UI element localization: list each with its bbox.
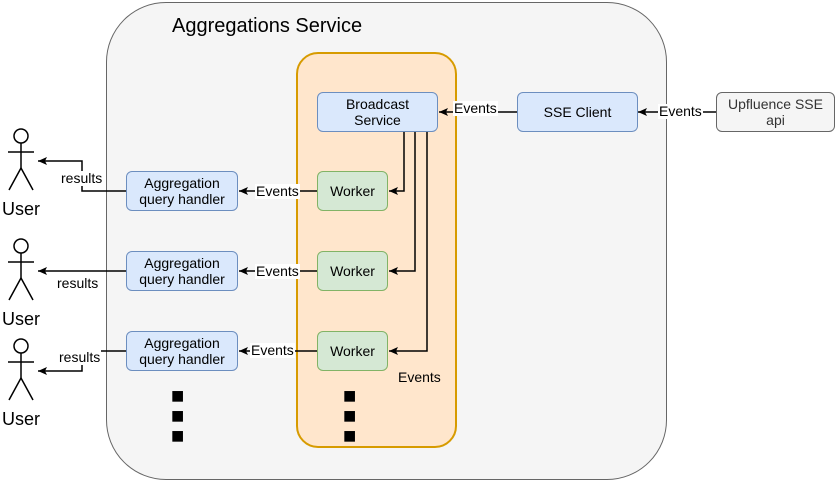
user-actor-icon bbox=[8, 238, 34, 301]
user-label: User bbox=[2, 199, 41, 219]
service-title: Aggregations Service bbox=[172, 15, 363, 37]
edge-label-events: Events bbox=[255, 263, 300, 279]
edge-label-results: results bbox=[60, 170, 104, 186]
worker-node-1: Worker bbox=[317, 171, 388, 211]
aggregation-query-handler-3: Aggregation query handler bbox=[126, 331, 238, 371]
edge-label-results: results bbox=[56, 275, 100, 291]
more-handlers-ellipsis: ■■■ bbox=[171, 383, 185, 448]
worker-node-2: Worker bbox=[317, 251, 388, 291]
edge-label-results: results bbox=[58, 349, 102, 365]
edge-label-events: Events bbox=[453, 100, 498, 116]
edge-broadcast-worker-1 bbox=[389, 132, 405, 195]
edge-label-events: Events bbox=[250, 342, 295, 358]
edge-label-events: Events bbox=[398, 369, 441, 385]
sse-client-node: SSE Client bbox=[517, 92, 638, 132]
worker-node-3: Worker bbox=[317, 331, 388, 371]
user-label: User bbox=[2, 309, 41, 329]
edge-broadcast-worker-3 bbox=[389, 132, 428, 355]
user-actor-icon bbox=[8, 128, 34, 191]
aggregation-query-handler-1: Aggregation query handler bbox=[126, 171, 238, 211]
user-label: User bbox=[2, 409, 41, 429]
broadcast-service-node: Broadcast Service bbox=[317, 92, 438, 132]
edge-label-events: Events bbox=[658, 103, 703, 119]
edge-broadcast-worker-2 bbox=[389, 132, 416, 275]
more-workers-ellipsis: ■■■ bbox=[343, 383, 357, 448]
user-actor-icon bbox=[8, 338, 34, 401]
upfluence-sse-api-node: Upfluence SSE api bbox=[716, 92, 835, 132]
edge-label-events: Events bbox=[255, 183, 300, 199]
aggregation-query-handler-2: Aggregation query handler bbox=[126, 251, 238, 291]
